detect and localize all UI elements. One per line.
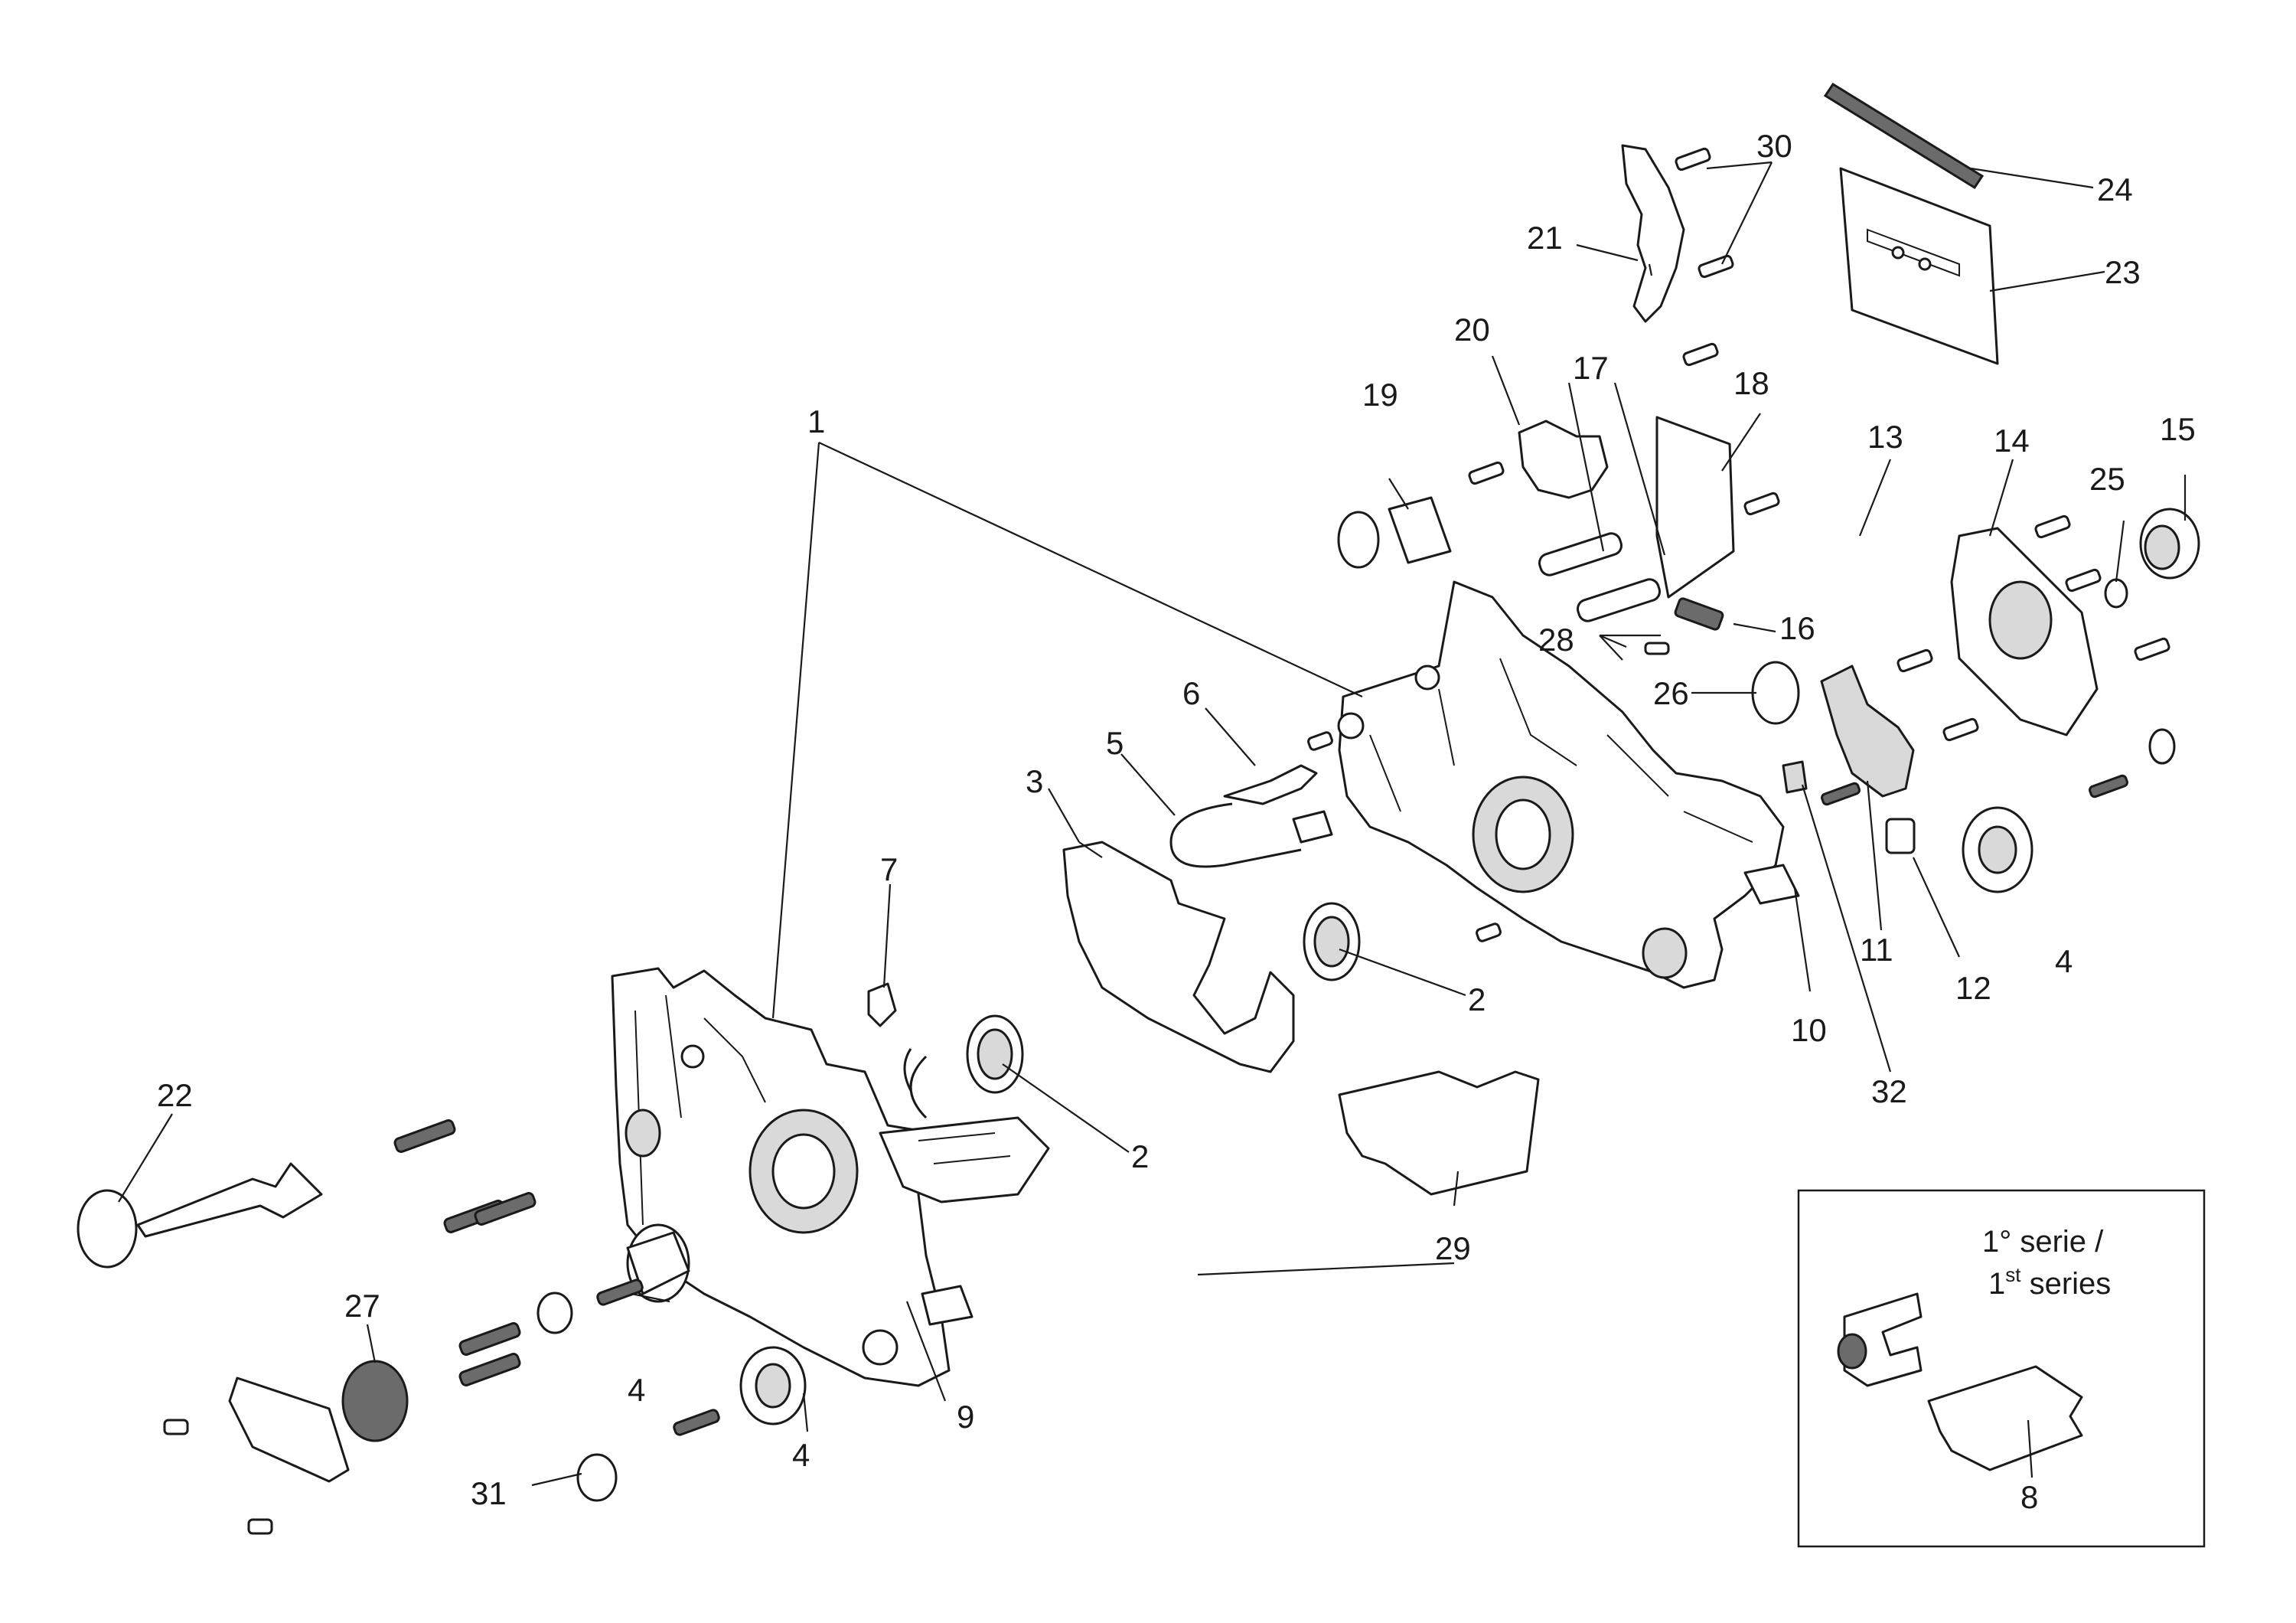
callout-14: 14 xyxy=(1994,423,2030,459)
crankcase-right-half xyxy=(1337,580,1785,989)
chain-catcher xyxy=(1621,144,1685,323)
crankcase-left-half xyxy=(611,967,1050,1387)
callout-21: 21 xyxy=(1527,220,1563,256)
callout-3: 3 xyxy=(1026,763,1043,799)
callout-11: 11 xyxy=(1860,932,1893,968)
bracket-20 xyxy=(1518,420,1609,499)
damper-lower xyxy=(739,1346,807,1425)
callout-1: 1 xyxy=(807,403,825,439)
base-gasket xyxy=(1338,1070,1540,1196)
crankcase-gasket xyxy=(1062,841,1295,1073)
callout-18: 18 xyxy=(1733,365,1769,401)
callout-4-right: 4 xyxy=(2055,943,2073,979)
pin-a xyxy=(1538,532,1623,576)
screws xyxy=(163,147,2170,1535)
callout-5: 5 xyxy=(1106,725,1124,761)
washer-small xyxy=(2148,728,2176,765)
callout-7: 7 xyxy=(880,851,898,887)
callout-22: 22 xyxy=(157,1077,193,1113)
guide-plate xyxy=(1655,416,1735,599)
pump-bushing xyxy=(1885,818,1916,854)
callout-4-left: 4 xyxy=(628,1372,645,1408)
bearing-right xyxy=(1303,902,1361,981)
circlip xyxy=(909,1055,928,1119)
inset-title-line2: 1st series xyxy=(1988,1263,2111,1301)
washer-25 xyxy=(2104,578,2128,609)
callout-2-left: 2 xyxy=(1131,1138,1149,1174)
callout-24: 24 xyxy=(2097,171,2133,207)
callout-27: 27 xyxy=(344,1288,380,1324)
inset-title-line1: 1° serie / xyxy=(1982,1225,2104,1259)
callout-23: 23 xyxy=(2105,254,2141,290)
chain xyxy=(1823,82,1985,190)
callout-30: 30 xyxy=(1756,128,1792,164)
callout-25: 25 xyxy=(2089,461,2125,497)
washer-l xyxy=(536,1292,573,1334)
inset-gasket xyxy=(1927,1365,2083,1471)
callout-32: 32 xyxy=(1871,1073,1907,1109)
damper-left xyxy=(626,1223,690,1303)
callout-20: 20 xyxy=(1454,312,1490,348)
seal-27 xyxy=(341,1360,409,1442)
oil-pump xyxy=(1820,665,1915,798)
damper-right xyxy=(1962,806,2033,893)
callout-13: 13 xyxy=(1867,419,1903,455)
callout-2-right: 2 xyxy=(1468,981,1486,1017)
callout-19: 19 xyxy=(1362,377,1398,413)
callout-15: 15 xyxy=(2160,411,2196,447)
callout-16: 16 xyxy=(1779,610,1815,646)
bracket-10 xyxy=(1743,864,1800,905)
callout-31: 31 xyxy=(471,1475,507,1511)
oil-seal xyxy=(1751,661,1800,725)
leader-lines xyxy=(118,161,2187,1487)
callout-12: 12 xyxy=(1955,970,1991,1006)
clip-32 xyxy=(1782,760,1808,794)
callout-6: 6 xyxy=(1182,675,1200,711)
nut-15 xyxy=(2139,508,2200,580)
callout-28: 28 xyxy=(1538,622,1574,658)
bearing-left xyxy=(903,1014,1024,1103)
first-series-inset: 1° serie / 1st series 8 xyxy=(1797,1189,2206,1548)
callout-labels: 1 2 2 2 3 4 4 4 4 5 6 7 8 9 10 11 12 13 … xyxy=(157,128,2196,1511)
callout-29: 29 xyxy=(1435,1230,1471,1266)
fitting-7 xyxy=(867,982,897,1027)
pin-b xyxy=(1576,578,1662,622)
oil-hose xyxy=(1169,764,1333,868)
callout-17: 17 xyxy=(1573,350,1609,386)
bracket-9 xyxy=(921,1285,974,1326)
callout-9: 9 xyxy=(957,1399,974,1435)
plug-31 xyxy=(576,1453,618,1502)
callout-26: 26 xyxy=(1653,675,1689,711)
callout-10: 10 xyxy=(1791,1012,1827,1048)
inset-callout-8: 8 xyxy=(2020,1479,2038,1515)
inset-frame xyxy=(1797,1189,2206,1548)
callout-4-lower: 4 xyxy=(792,1437,810,1473)
oil-cap xyxy=(77,1162,323,1269)
spring-19 xyxy=(1337,496,1452,569)
plate xyxy=(228,1376,350,1483)
